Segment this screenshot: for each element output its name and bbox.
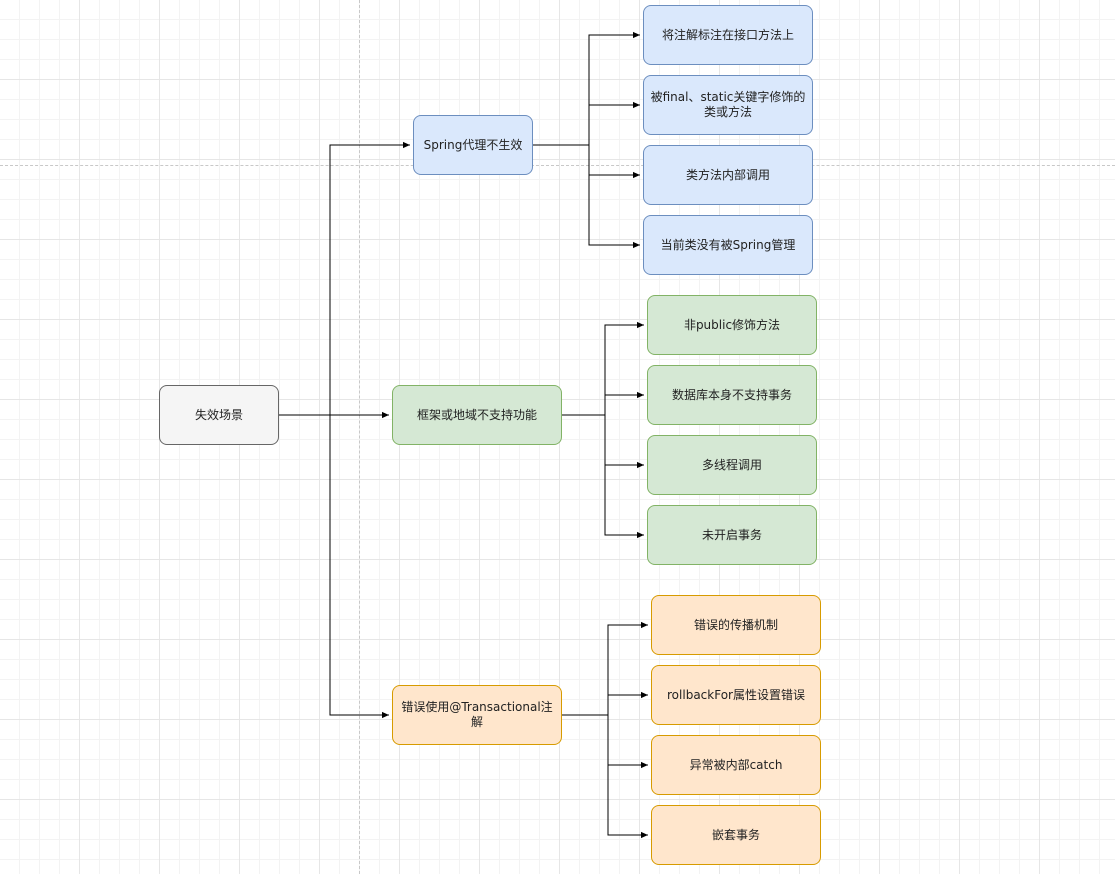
leaf-node[interactable]: 错误的传播机制 bbox=[651, 595, 821, 655]
edge-transactional-to-child-3 bbox=[607, 715, 648, 769]
leaf-node[interactable]: 被final、static关键字修饰的类或方法 bbox=[643, 75, 813, 135]
edge-spring-to-child-1 bbox=[533, 31, 640, 146]
leaf-node[interactable]: 未开启事务 bbox=[647, 505, 817, 565]
page-break-horizontal bbox=[0, 165, 1115, 166]
page-break-vertical bbox=[359, 0, 360, 874]
edge-transactional-to-child-2 bbox=[607, 691, 648, 715]
leaf-node[interactable]: 多线程调用 bbox=[647, 435, 817, 495]
edge-framework-to-child-4 bbox=[604, 415, 644, 539]
leaf-node[interactable]: 将注解标注在接口方法上 bbox=[643, 5, 813, 65]
branch-node-spring-proxy[interactable]: Spring代理不生效 bbox=[413, 115, 533, 175]
edge-framework-to-child-1 bbox=[562, 321, 644, 416]
branch-node-transactional[interactable]: 错误使用@Transactional注解 bbox=[392, 685, 562, 745]
edge-framework-to-child-3 bbox=[604, 415, 644, 469]
edge-spring-to-child-2 bbox=[588, 101, 640, 145]
edge-transactional-to-child-4 bbox=[607, 715, 648, 839]
leaf-node[interactable]: 嵌套事务 bbox=[651, 805, 821, 865]
branch-node-framework[interactable]: 框架或地域不支持功能 bbox=[392, 385, 562, 445]
leaf-node[interactable]: 类方法内部调用 bbox=[643, 145, 813, 205]
edge-spring-to-child-4 bbox=[588, 145, 640, 249]
leaf-node[interactable]: rollbackFor属性设置错误 bbox=[651, 665, 821, 725]
root-node[interactable]: 失效场景 bbox=[159, 385, 279, 445]
leaf-node[interactable]: 非public修饰方法 bbox=[647, 295, 817, 355]
edge-root-to-transactional bbox=[329, 415, 389, 719]
leaf-node[interactable]: 数据库本身不支持事务 bbox=[647, 365, 817, 425]
leaf-node[interactable]: 异常被内部catch bbox=[651, 735, 821, 795]
edge-transactional-to-child-1 bbox=[562, 621, 648, 716]
edge-root-to-spring-proxy bbox=[279, 141, 410, 416]
leaf-node[interactable]: 当前类没有被Spring管理 bbox=[643, 215, 813, 275]
edge-spring-to-child-3 bbox=[588, 145, 640, 179]
edge-framework-to-child-2 bbox=[604, 391, 644, 415]
